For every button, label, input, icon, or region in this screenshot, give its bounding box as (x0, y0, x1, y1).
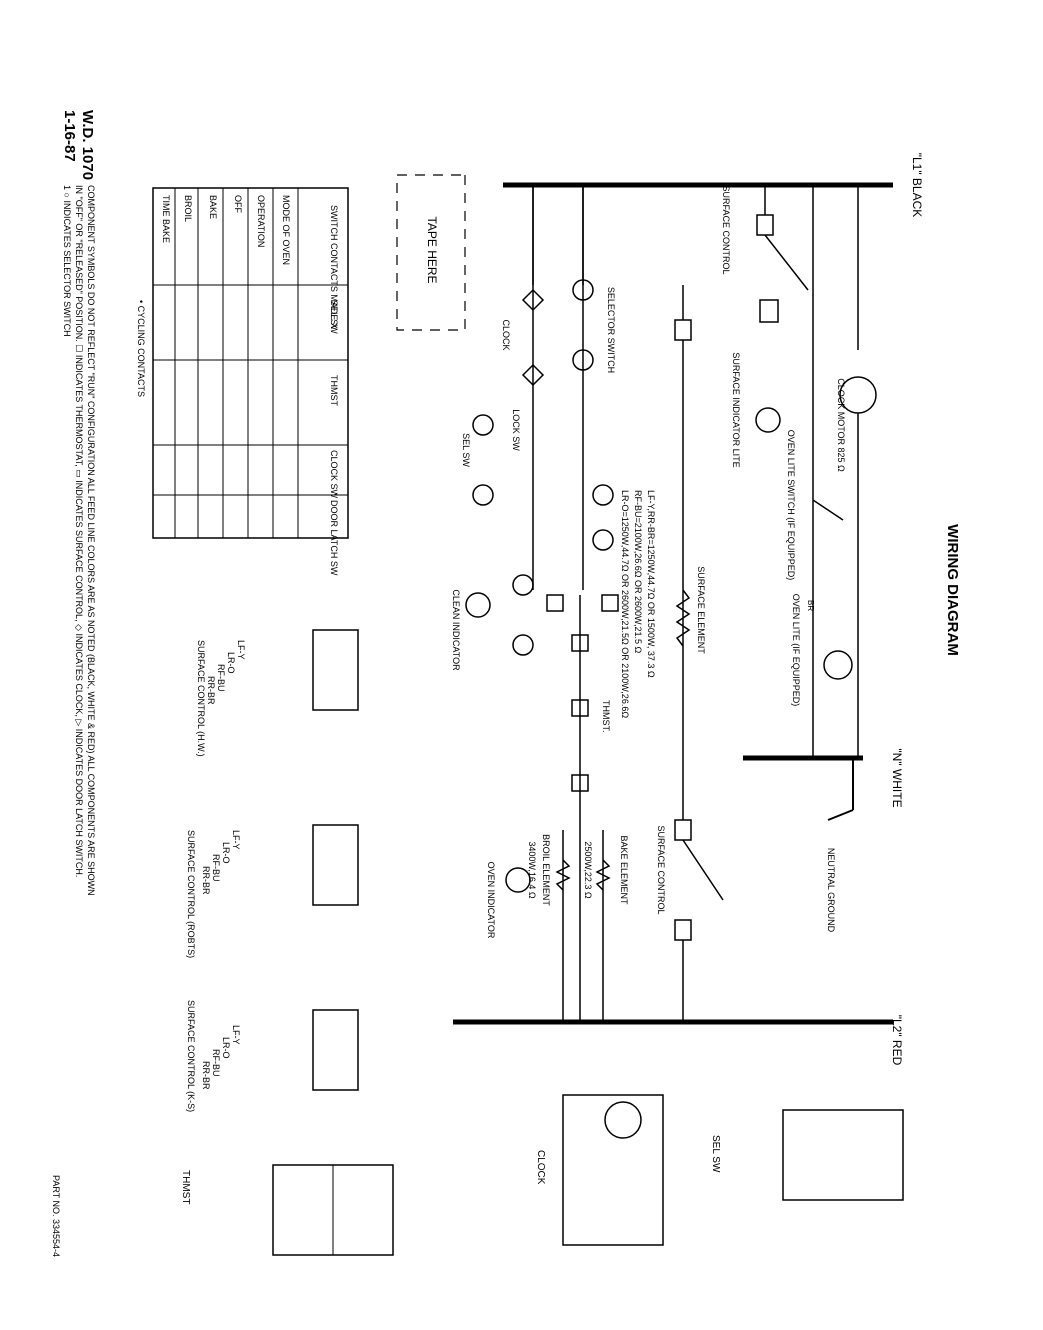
l1-label: "L1" BLACK (910, 153, 924, 218)
part-number: PART NO. 334554-4 (51, 1175, 61, 1257)
aux-thmst-diagram: THMST (180, 1164, 394, 1256)
surface-control-ks: SURFACE CONTROL (K-S) LF-Y LR-O RF-BU RR… (186, 1000, 359, 1112)
sel-sw-c (512, 634, 534, 656)
oven-lite-switch-label: OVEN LITE SWITCH (IF EQUIPPED) (786, 430, 796, 581)
selector-switch-2 (572, 279, 594, 301)
surface-control-robts-line-1: LF-Y (231, 830, 241, 850)
table-operation-row: OPERATION (256, 195, 266, 247)
clean-indicator-label: CLEAN INDICATOR (451, 589, 461, 671)
clock-label: CLOCK (501, 319, 511, 350)
selector-switch-5 (472, 484, 494, 506)
broil-rating-label: 3400W,16.4 Ω (527, 841, 537, 899)
note-line-1: COMPONENT SYMBOLS DO NOT REFLECT "RUN" C… (86, 185, 96, 896)
surface-control-robts-title: SURFACE CONTROL (ROBTS) (186, 830, 196, 958)
oven-lite-bulb (823, 650, 853, 680)
table-header-thmst: THMST (329, 375, 339, 406)
tape-here-box (396, 174, 466, 331)
surface-control-robts-line-2: LR-O (221, 842, 231, 864)
surface-control-hw-line-4: RR-BR (206, 676, 216, 705)
surface-control-hw-line-3: RF-BU (216, 664, 226, 692)
surface-control-l1-terminal (756, 214, 774, 236)
table-row-time-bake: TIME BAKE (161, 195, 171, 243)
selector-switch-1 (472, 414, 494, 436)
thmst-label: THMST. (601, 700, 611, 733)
table-header-door-latch: DOOR LATCH SW (329, 500, 339, 576)
aux-thmst-label: THMST (180, 1170, 191, 1204)
aux-sel-sw-label: SEL SW (710, 1135, 721, 1173)
table-header-sel-sw: SEL SW (329, 300, 339, 334)
switch-contacts-table: SWITCH CONTACTS MADE X SEL SW THMST CLOC… (136, 187, 349, 576)
sel-sw-d (512, 574, 534, 596)
surface-control-ks-line-3: RF-BU (211, 1049, 221, 1077)
bake-element-symbol (595, 859, 611, 891)
n-label: "N" WHITE (890, 748, 904, 807)
table-cycling-note: • CYCLING CONTACTS (136, 300, 146, 397)
rating-line-3: LR-O=1250W,44.7Ω OR 2600W,21.5Ω OR 2100W… (620, 490, 630, 718)
aux-clock-label: CLOCK (535, 1150, 546, 1185)
surface-control-robts-line-4: RR-BR (201, 866, 211, 895)
surface-indicator-lite-label: SURFACE INDICATOR LITE (731, 352, 741, 467)
lock-sw-label: LOCK SW (511, 409, 521, 451)
table-header-contacts: SWITCH CONTACTS MADE X (329, 205, 339, 329)
surface-control-robts-line-3: RF-BU (211, 854, 221, 882)
oven-indicator-label: OVEN INDICATOR (486, 862, 496, 939)
table-row-off: OFF (233, 195, 243, 213)
table-row-bake: BAKE (208, 195, 218, 219)
table-mode-row: MODE OF OVEN (281, 195, 291, 265)
wire-br: BR (806, 600, 815, 611)
selector-switch-label: SELECTOR SWITCH (606, 287, 616, 373)
clock-contact-1 (521, 288, 545, 312)
surface-control-robts: SURFACE CONTROL (ROBTS) LF-Y LR-O RF-BU … (186, 824, 359, 958)
l2-label: "L2" RED (890, 1015, 904, 1066)
surface-element-symbol (675, 589, 691, 647)
sel-sw-b (592, 529, 614, 551)
surface-control-ks-line-1: LF-Y (231, 1025, 241, 1045)
clock-motor-label: CLOCK MOTOR 825 Ω (836, 378, 846, 472)
surface-control-ks-line-2: LR-O (221, 1037, 231, 1059)
rating-line-2: RF-BU=2100W,26.6Ω OR 2600W,21.5 Ω (633, 490, 643, 654)
surface-indicator-lite-symbol (755, 407, 781, 433)
broil-element-label: BROIL ELEMENT (541, 834, 551, 906)
oven-indicator-symbol (505, 867, 531, 893)
surface-element-label: SURFACE ELEMENT (696, 566, 706, 654)
aux-clock-diagram: CLOCK (535, 1094, 664, 1246)
bake-element-label: BAKE ELEMENT (619, 835, 629, 905)
surface-control-ks-title: SURFACE CONTROL (K-S) (186, 1000, 196, 1112)
clock-contact-2 (521, 363, 545, 387)
surface-control-bottom-label: SURFACE CONTROL (656, 825, 666, 914)
note-line-2: IN "OFF" OR "RELEASED" POSITION. ☐ INDIC… (74, 185, 84, 877)
aux-sel-sw-diagram: SEL SW (710, 1109, 904, 1201)
surface-control-hw-line-1: LF-Y (236, 640, 246, 660)
selector-switch-3 (572, 349, 594, 371)
rating-line-1: LF-Y,RR-BR=1250W,44.7Ω OR 1500W, 37.3 Ω (646, 490, 656, 678)
neutral-ground-label: NEUTRAL GROUND (826, 848, 836, 933)
oven-lite-label: OVEN LITE (IF EQUIPPED) (791, 594, 801, 707)
bake-rating-label: 2500W,22.3 Ω (583, 841, 593, 899)
wd-number: W.D. 1070 (79, 110, 96, 180)
clean-indicator-symbol (465, 592, 491, 618)
sel-sw-a (592, 484, 614, 506)
surface-control-top-label: SURFACE CONTROL (721, 185, 731, 274)
table-header-clock: CLOCK SW (329, 450, 339, 499)
table-row-broil: BROIL (183, 195, 193, 222)
tape-here-label: TAPE HERE (425, 216, 439, 283)
surface-control-hw: SURFACE CONTROL (H.W.) LF-Y LR-O RF-BU R… (196, 629, 359, 757)
surface-control-ks-line-4: RR-BR (201, 1061, 211, 1090)
sel-sw-label: SEL SW (461, 433, 471, 467)
wd-date: 1-16-87 (61, 110, 78, 162)
surface-control-hw-title: SURFACE CONTROL (H.W.) (196, 640, 206, 757)
surface-control-hw-line-2: LR-O (226, 652, 236, 674)
diagram-title: WIRING DIAGRAM (944, 524, 961, 656)
note-line-3: 1 ○ INDICATES SELECTOR SWITCH (62, 185, 72, 337)
broil-element-symbol (555, 859, 571, 891)
